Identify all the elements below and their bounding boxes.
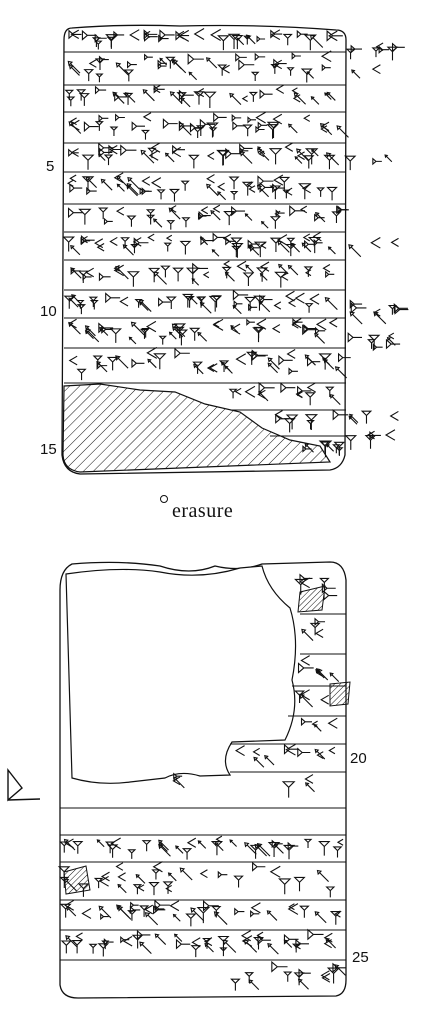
reverse-ruling bbox=[60, 613, 346, 961]
erasure-caption: erasure bbox=[172, 500, 234, 522]
obverse-line-number-5: 5 bbox=[46, 158, 55, 175]
obverse-tablet bbox=[61, 24, 347, 475]
reverse-damaged-patches bbox=[63, 585, 351, 895]
degree-circle-icon bbox=[160, 495, 168, 503]
reverse-signs bbox=[57, 573, 347, 991]
reverse-blank-area bbox=[65, 565, 297, 784]
reverse-line-number-25: 25 bbox=[352, 949, 369, 966]
reverse-tablet bbox=[59, 561, 347, 999]
cuneiform-wedge-icon bbox=[7, 767, 41, 802]
obverse-damaged-area bbox=[62, 383, 332, 473]
obverse-line-number-10: 10 bbox=[40, 303, 57, 320]
obverse-ruling bbox=[64, 51, 346, 437]
obverse-edge-signs bbox=[344, 42, 409, 450]
reverse-line-number-20: 20 bbox=[350, 750, 367, 767]
obverse-line-number-15: 15 bbox=[40, 441, 57, 458]
obverse-signs bbox=[62, 28, 351, 457]
